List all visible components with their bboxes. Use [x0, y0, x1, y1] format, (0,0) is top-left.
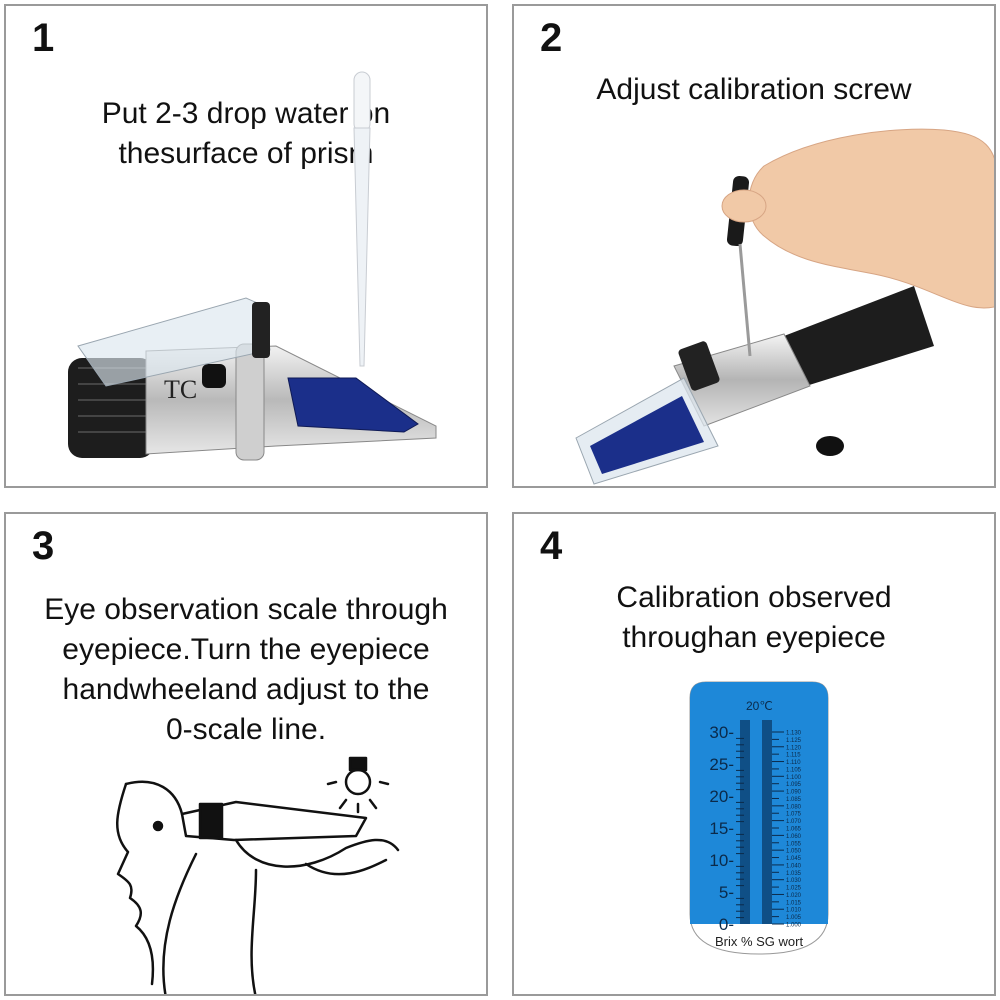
step-4-panel: 4 Calibration observed throughan eyepiec…	[512, 512, 996, 996]
step-number: 4	[540, 524, 563, 568]
brix-tick-label: 0-	[719, 915, 734, 934]
sg-tick-label: 1.105	[786, 767, 802, 773]
step-caption: Adjust calibration screw	[514, 70, 994, 110]
step-2-panel: 2 Adjust calibration screw	[512, 4, 996, 488]
brix-tick-label: 10-	[709, 851, 734, 870]
brix-tick-label: 30-	[709, 723, 734, 742]
brix-sg-calibration-scale: 20℃ 30-25-20-15-10-5-0- 1.1301.1251.1201…	[689, 681, 829, 955]
sg-tick-label: 1.035	[786, 871, 802, 877]
step-number: 3	[32, 524, 55, 568]
sg-tick-label: 1.090	[786, 790, 802, 796]
dropper-icon	[353, 71, 371, 367]
step-caption: Eye observation scale through eyepiece.T…	[6, 590, 486, 750]
sg-tick-label: 1.110	[786, 760, 801, 766]
sg-tick-label: 1.115	[786, 753, 801, 759]
sg-tick-label: 1.055	[786, 841, 802, 847]
step-number: 1	[32, 16, 55, 60]
step-caption: Calibration observed throughan eyepiece	[514, 578, 994, 658]
sg-tick-label: 1.095	[786, 782, 802, 788]
step-1-panel: 1 Put 2-3 drop water on thesurface of pr…	[4, 4, 488, 488]
sg-tick-label: 1.130	[786, 731, 802, 737]
light-bulb-icon	[326, 756, 390, 814]
sg-tick-label: 1.010	[786, 908, 802, 914]
sg-tick-label: 1.120	[786, 745, 802, 751]
sg-tick-label: 1.025	[786, 886, 802, 892]
sg-tick-label: 1.005	[786, 915, 802, 921]
step-3-panel: 3 Eye observation scale through eyepiece…	[4, 512, 488, 996]
eye-observation-line-drawing	[116, 756, 400, 994]
caption-line: eyepiece.Turn the eyepiece	[62, 633, 430, 666]
rubber-grip	[784, 286, 934, 386]
caption-line: Adjust calibration screw	[596, 73, 912, 106]
sg-tick-label: 1.070	[786, 819, 802, 825]
sg-tick-label: 1.075	[786, 812, 802, 818]
scale-footer: Brix % SG wort	[715, 934, 804, 949]
scale-blue-field	[690, 682, 828, 924]
sg-tick-label: 1.060	[786, 834, 802, 840]
sg-column	[762, 720, 772, 924]
caption-line: 0-scale line.	[165, 713, 327, 746]
sg-tick-label: 1.045	[786, 856, 802, 862]
brix-tick-label: 20-	[709, 787, 734, 806]
sg-tick-label: 1.030	[786, 878, 802, 884]
step-number: 2	[540, 16, 563, 60]
sg-tick-label: 1.100	[786, 775, 802, 781]
brix-column	[740, 720, 750, 924]
brix-tick-label: 5-	[719, 883, 734, 902]
knob	[202, 364, 226, 388]
temperature-label: 20℃	[746, 699, 773, 713]
brix-tick-group: 30- 25- 20- 15- 10- 5- 0-	[709, 723, 744, 934]
caption-line: Put 2-3 drop water on	[101, 97, 391, 130]
sg-tick-label: 1.050	[786, 849, 802, 855]
refractometer-with-dropper-illustration: TC	[68, 71, 437, 461]
caption-line: thesurface of prism	[118, 137, 374, 170]
sg-tick-label: 1.020	[786, 893, 802, 899]
blue-prism	[590, 396, 704, 474]
caption-line: Calibration observed	[616, 581, 892, 614]
caption-line: throughan eyepiece	[622, 621, 886, 654]
sg-tick-label: 1.085	[786, 797, 802, 803]
screw-cap-icon	[816, 436, 844, 456]
blue-prism	[287, 377, 419, 433]
sg-tick-label: 1.000	[786, 923, 802, 929]
tc-label: TC	[164, 375, 197, 404]
step-caption: Put 2-3 drop water on thesurface of pris…	[6, 94, 486, 174]
brix-tick-label: 15-	[709, 819, 734, 838]
hand-adjusting-screw-illustration	[575, 128, 994, 485]
caption-line: handwheeland adjust to the	[62, 673, 430, 706]
brix-tick-label: 25-	[709, 755, 734, 774]
hand	[748, 128, 994, 309]
sg-tick-label: 1.125	[786, 738, 802, 744]
caption-line: Eye observation scale through	[44, 593, 448, 626]
sg-tick-label: 1.015	[786, 900, 802, 906]
sg-tick-label: 1.080	[786, 804, 802, 810]
sg-tick-label: 1.065	[786, 827, 802, 833]
sg-tick-label: 1.040	[786, 863, 802, 869]
